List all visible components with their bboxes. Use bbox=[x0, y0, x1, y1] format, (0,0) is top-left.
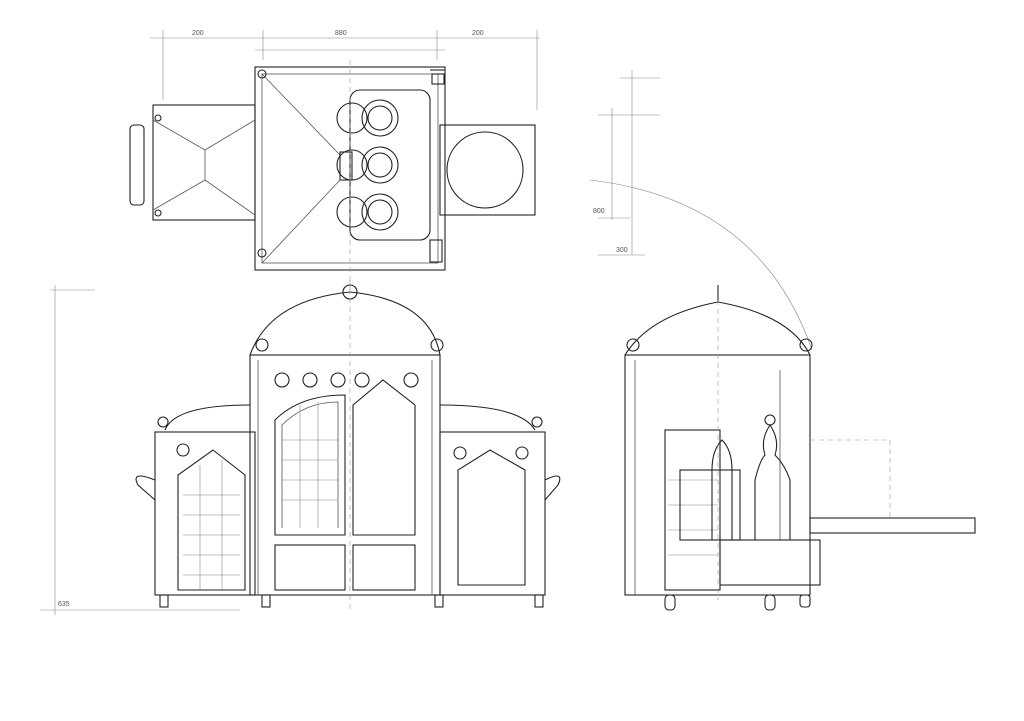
dim-label-height: 635 bbox=[58, 601, 70, 608]
dim-label-left: 200 bbox=[192, 30, 204, 37]
dim-label-side-horizontal: 300 bbox=[616, 247, 628, 254]
height-dimension: 635 bbox=[40, 285, 240, 615]
dim-label-right: 200 bbox=[472, 30, 484, 37]
side-elevation bbox=[624, 285, 976, 611]
front-elevation bbox=[135, 280, 561, 610]
top-dimension-lines: 200 880 200 bbox=[150, 30, 540, 110]
side-dimension-lines: 800 300 bbox=[589, 70, 813, 351]
dim-label-middle: 880 bbox=[335, 30, 347, 37]
dim-label-side-vertical: 800 bbox=[593, 208, 605, 215]
plan-view bbox=[129, 60, 536, 290]
